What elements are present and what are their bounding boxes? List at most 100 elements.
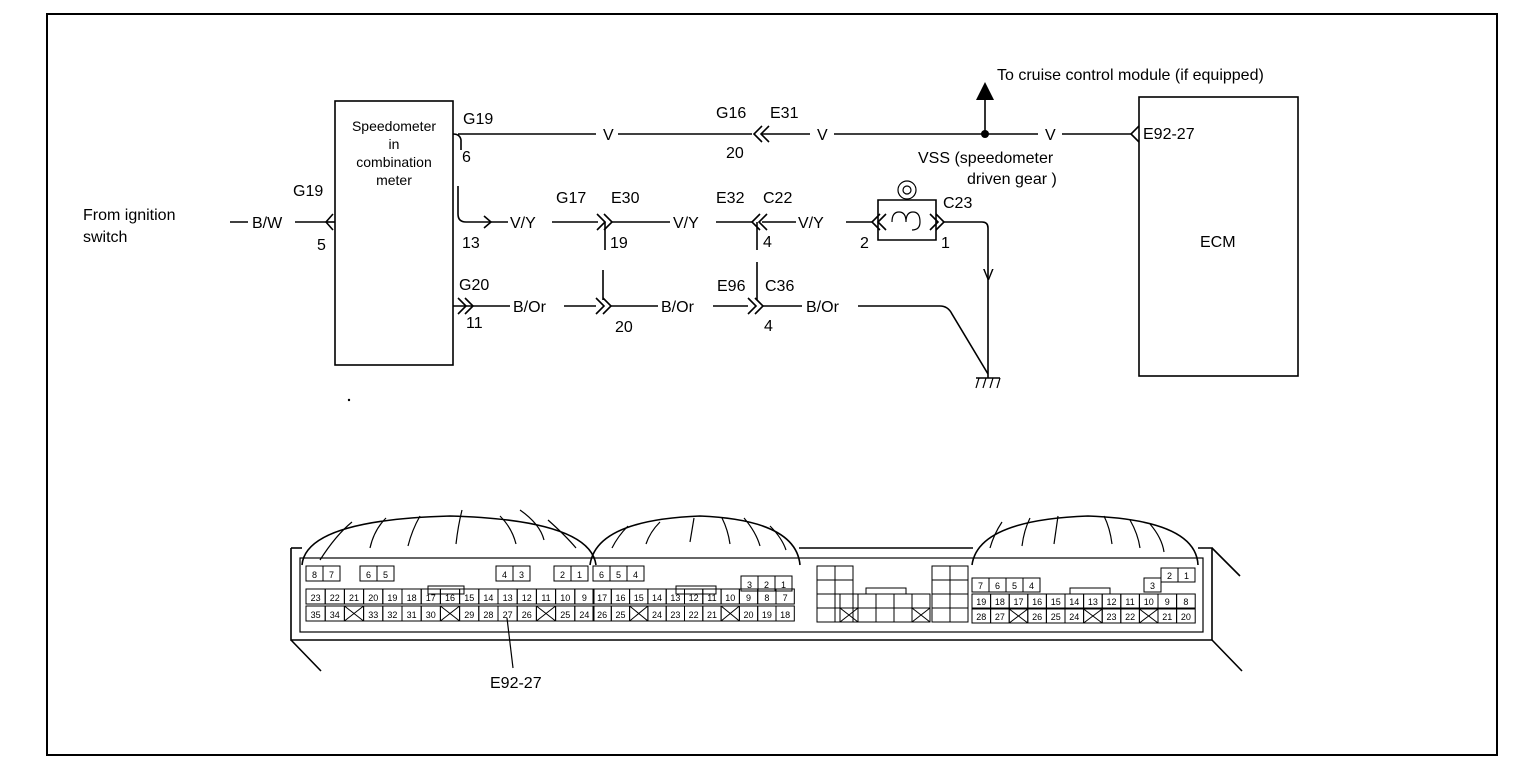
pin-number: 18: [780, 610, 790, 620]
pin-blank-x: [536, 605, 556, 622]
pin-number: 7: [783, 593, 788, 603]
connector-c36-pin: 4: [764, 318, 773, 335]
cruise-control-label: To cruise control module (if equipped): [997, 67, 1264, 84]
pin-cell: [931, 593, 951, 609]
wire-label-v-2: V: [817, 127, 828, 144]
connector-g19-in: G19: [293, 183, 323, 200]
pin-number: 25: [1051, 612, 1061, 622]
wire-label-vy-1: V/Y: [510, 215, 536, 232]
pin-number: 33: [368, 610, 378, 620]
pin-number: 11: [541, 593, 550, 603]
wire-bor: [453, 262, 1001, 389]
pin-cell: [931, 565, 951, 581]
ecm-terminal-label: E92-27: [1143, 126, 1195, 143]
pin-cell: [574, 605, 595, 622]
connector-pin-20: 20: [615, 319, 633, 336]
connector-c23-pin2: 2: [860, 235, 869, 252]
pin-number: 18: [407, 593, 417, 603]
pin-cell: [775, 588, 795, 605]
pin-number: 13: [503, 593, 513, 603]
pin-number: 19: [762, 610, 772, 620]
pin-number: 29: [464, 610, 474, 620]
pin-blank-x: [1008, 608, 1029, 624]
wire-label-vy-2: V/Y: [673, 215, 699, 232]
pin-number: 8: [1183, 597, 1188, 607]
pin-number: 19: [387, 593, 397, 603]
pin-cell: [1022, 577, 1041, 593]
pin-number: 18: [995, 597, 1005, 607]
pin-number: 2: [560, 570, 565, 580]
wire-label-bor-1: B/Or: [513, 299, 547, 316]
pin-number: 23: [311, 593, 321, 603]
pin-cell: [574, 588, 595, 605]
connector-e30-pin: 19: [610, 235, 628, 252]
pin-cell: [1176, 608, 1196, 624]
pin-blank-x: [629, 605, 649, 622]
pin-number: 9: [746, 593, 751, 603]
ecm-block: ECM E92-27: [1138, 96, 1299, 377]
pin-number: 10: [560, 593, 570, 603]
pin-number: 30: [426, 610, 436, 620]
connector-g19-out-pin: 6: [462, 149, 471, 166]
pin-cell: [949, 579, 969, 595]
pin-number: 6: [366, 570, 371, 580]
pin-number: 31: [407, 610, 417, 620]
pin-number: 12: [1106, 597, 1116, 607]
pin-number: 19: [976, 597, 986, 607]
pin-number: 13: [670, 593, 680, 603]
pin-blank-x: [911, 607, 931, 623]
pin-cell: [893, 593, 913, 609]
connector-g19-in-pin: 5: [317, 237, 326, 254]
pin-number: 7: [329, 570, 334, 580]
pin-number: 5: [383, 570, 388, 580]
connector-e96: E96: [717, 278, 746, 295]
pin-cell: [816, 607, 836, 623]
connector-e32: E32: [716, 190, 745, 207]
pin-number: 4: [1029, 581, 1034, 591]
pin-number: 24: [652, 610, 662, 620]
pin-number: 24: [1069, 612, 1079, 622]
connector-c22: C22: [763, 190, 792, 207]
pin-cell: [875, 593, 895, 609]
pin-cell: [775, 605, 795, 622]
pin-number: 13: [1088, 597, 1098, 607]
pin-number: 8: [764, 593, 769, 603]
wire-label-bor-3: B/Or: [806, 299, 840, 316]
pin-number: 21: [349, 593, 359, 603]
pin-number: 14: [483, 593, 493, 603]
connector-c36: C36: [765, 278, 794, 295]
pin-number: 24: [579, 610, 589, 620]
wire-label-v-1: V: [603, 127, 614, 144]
pin-number: 22: [330, 593, 340, 603]
pin-number: 32: [387, 610, 397, 620]
pin-number: 28: [976, 612, 986, 622]
pin-number: 6: [599, 570, 604, 580]
wire-label-bor-2: B/Or: [661, 299, 695, 316]
pin-number: 9: [1165, 597, 1170, 607]
pin-number: 21: [1162, 612, 1172, 622]
wire-bw: B/W: [230, 213, 335, 232]
pin-cell: [834, 607, 854, 623]
pin-blank-x: [1139, 608, 1159, 624]
connector-c23-pin1: 1: [941, 235, 950, 252]
pin-number: 27: [503, 610, 513, 620]
pin-number: 23: [1106, 612, 1116, 622]
connector-g17: G17: [556, 190, 586, 207]
pin-cell: [570, 565, 589, 582]
from-ignition-label-2: switch: [83, 229, 127, 246]
connector-e30: E30: [611, 190, 640, 207]
pin-cell: [893, 607, 913, 623]
connector-g16: G16: [716, 105, 746, 122]
pin-cell: [949, 593, 969, 609]
pin-number: 4: [502, 570, 507, 580]
key-tab: [427, 585, 465, 595]
pin-number: 22: [1125, 612, 1135, 622]
pin-number: 25: [615, 610, 625, 620]
pin-number: 28: [483, 610, 493, 620]
pin-number: 14: [1069, 597, 1079, 607]
pin-blank-x: [1083, 608, 1103, 624]
speedometer-label-1: Speedometer: [352, 118, 436, 134]
wire-label-bw: B/W: [252, 215, 283, 232]
